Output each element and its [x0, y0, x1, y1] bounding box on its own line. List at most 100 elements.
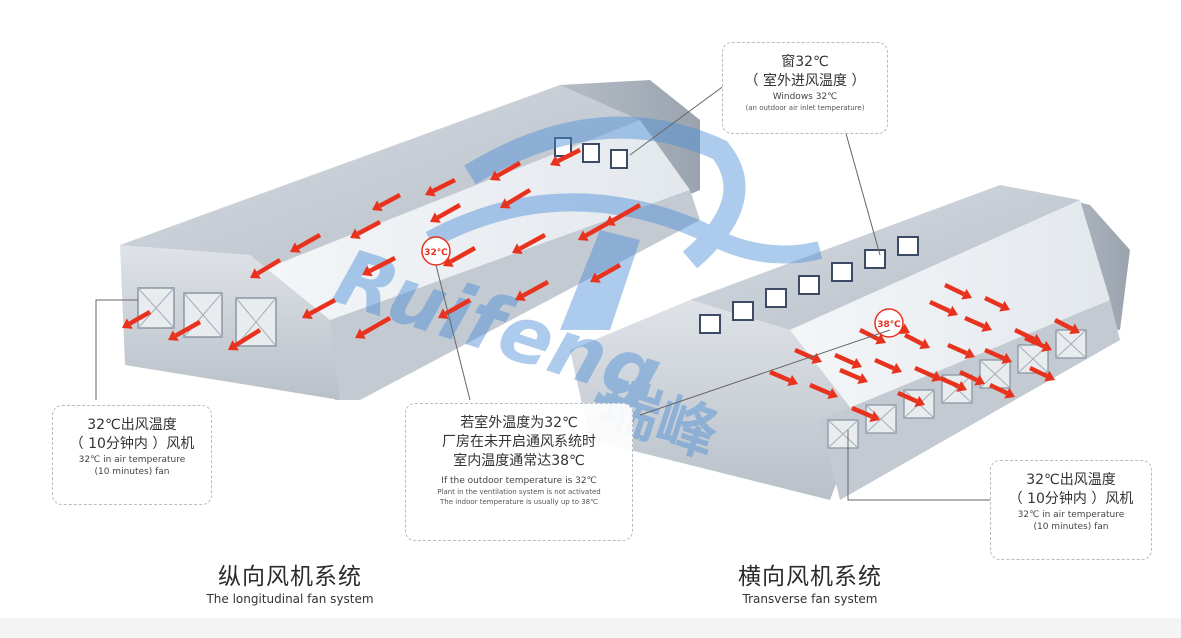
leader-lines	[95, 84, 990, 501]
airflow-arrow	[834, 352, 862, 369]
airflow-arrow	[500, 188, 532, 209]
window-callout-cn1: 窗32℃	[781, 54, 829, 70]
airflow-arrow	[355, 316, 392, 339]
window-temp-callout: 窗32℃ （ 室外进风温度 ） Windows 32℃ (an outdoor …	[722, 42, 888, 134]
left-callout-en1: 32℃ in air temperature	[78, 455, 186, 465]
airflow-arrow	[984, 295, 1010, 312]
airflow-arrow	[903, 333, 930, 350]
airflow-arrow	[874, 357, 902, 374]
longitudinal-caption-en: The longitudinal fan system	[206, 592, 374, 606]
airflow-arrow	[515, 280, 550, 301]
window-callout-en1: Windows 32℃	[772, 92, 838, 102]
left-fan-3	[235, 297, 277, 347]
airflow-arrow	[362, 255, 397, 277]
right-window-row	[699, 236, 919, 334]
transverse-caption-en: Transverse fan system	[742, 592, 878, 606]
airflow-arrow	[438, 298, 472, 319]
longitudinal-building	[120, 80, 700, 400]
left-fan-2	[183, 292, 223, 338]
right-callout-en1: 32℃ in air temperature	[1017, 510, 1125, 520]
airflow-arrow	[947, 342, 975, 359]
airflow-arrow	[897, 390, 925, 407]
right-fan-callout: 32℃出风温度 （ 10分钟内 ）风机 32℃ in air temperatu…	[990, 460, 1152, 560]
airflow-arrow	[851, 405, 880, 422]
airflow-arrow	[1024, 335, 1052, 352]
airflow-arrow	[914, 365, 942, 382]
right-window	[765, 288, 787, 308]
airflow-arrow	[430, 203, 462, 223]
left-side-wall	[330, 190, 700, 400]
airflow-arrow	[590, 263, 622, 283]
center-callout-en3: The indoor temperature is usually up to …	[440, 498, 598, 506]
center-callout-cn1: 若室外温度为32℃	[460, 415, 578, 431]
right-window	[864, 249, 886, 269]
left-window-3	[610, 149, 628, 169]
center-callout-cn2: 厂房在未开启通风系统时	[442, 434, 596, 450]
airflow-arrow	[512, 233, 547, 254]
right-window	[831, 262, 853, 282]
airflow-arrow	[944, 282, 972, 300]
airflow-arrow	[578, 220, 612, 241]
temp-badge-left-label: 32℃	[424, 248, 448, 258]
window-callout-en2: (an outdoor air inlet temperature)	[745, 104, 865, 112]
right-window	[732, 301, 754, 321]
center-callout-en2: Plant in the ventilation system is not a…	[437, 488, 601, 496]
airflow-arrow	[550, 147, 582, 167]
airflow-arrow	[1029, 365, 1055, 382]
temp-badge-right: 38℃	[874, 308, 904, 338]
longitudinal-caption-cn: 纵向风机系统	[218, 564, 362, 590]
airflow-arrow	[302, 298, 337, 319]
right-window	[897, 236, 919, 256]
airflow-arrow	[425, 177, 457, 197]
center-callout-cn3: 室内温度通常达38℃	[453, 453, 585, 469]
left-fan-1	[137, 287, 175, 329]
right-front-wall	[570, 300, 860, 500]
airflow-arrow	[989, 382, 1015, 399]
longitudinal-caption: 纵向风机系统 The longitudinal fan system	[180, 562, 400, 606]
airflow-arrow	[858, 327, 886, 345]
temp-badge-right-label: 38℃	[877, 320, 901, 330]
right-callout-cn1: 32℃出风温度	[1026, 472, 1116, 488]
left-callout-en2: (10 minutes) fan	[94, 467, 170, 477]
airflow-arrow	[939, 375, 967, 392]
transverse-caption-cn: 横向风机系统	[738, 564, 882, 590]
left-callout-cn2: （ 10分钟内 ）风机	[69, 436, 195, 452]
airflow-arrow	[964, 315, 992, 332]
airflow-arrow	[929, 299, 958, 317]
airflow-arrow	[1053, 318, 1080, 335]
airflow-arrows	[122, 147, 1080, 422]
airflow-arrow	[769, 369, 798, 386]
transverse-caption: 横向风机系统 Transverse fan system	[700, 562, 920, 606]
airflow-arrow	[959, 369, 985, 386]
window-callout-cn2: （ 室外进风温度 ）	[744, 73, 866, 89]
airflow-arrow	[250, 258, 282, 279]
left-callout-cn1: 32℃出风温度	[87, 417, 177, 433]
right-window	[798, 275, 820, 295]
temp-badge-left: 32℃	[421, 236, 451, 266]
airflow-arrow	[290, 233, 322, 253]
left-fan-callout: 32℃出风温度 （ 10分钟内 ）风机 32℃ in air temperatu…	[52, 405, 212, 505]
airflow-arrow	[228, 328, 262, 351]
left-roof	[120, 85, 640, 275]
right-fan	[1055, 329, 1087, 359]
airflow-arrow	[443, 246, 477, 267]
right-window	[699, 314, 721, 334]
left-front-wall	[120, 245, 340, 400]
right-fan	[827, 419, 859, 449]
right-callout-en2: (10 minutes) fan	[1033, 522, 1109, 532]
airflow-arrow	[122, 310, 152, 329]
right-callout-cn2: （ 10分钟内 ）风机	[1008, 491, 1134, 507]
right-fan	[865, 404, 897, 434]
airflow-arrow	[168, 320, 202, 341]
airflow-arrow	[350, 220, 382, 240]
left-floor	[250, 120, 690, 320]
airflow-arrow	[984, 347, 1012, 364]
left-window-2	[582, 143, 600, 163]
footer-band	[0, 618, 1181, 638]
airflow-arrow	[372, 193, 402, 212]
airflow-arrow	[839, 367, 868, 384]
airflow-arrow	[490, 161, 522, 181]
center-callout-en1: If the outdoor temperature is 32℃	[441, 476, 597, 486]
indoor-temp-callout: 若室外温度为32℃ 厂房在未开启通风系统时 室内温度通常达38℃ If the …	[405, 403, 633, 541]
